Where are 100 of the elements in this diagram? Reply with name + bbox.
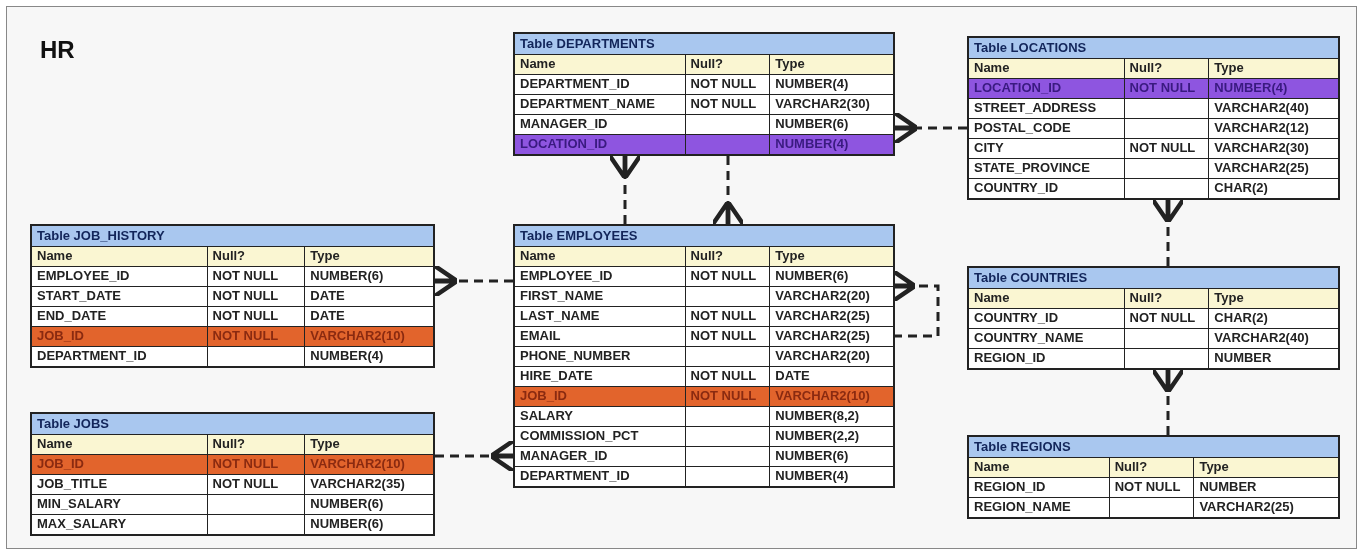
table-row [32, 494, 433, 514]
column-header: Name [519, 55, 557, 73]
column-name: HIRE_DATE [519, 367, 594, 385]
table-row [515, 466, 893, 486]
table-row [515, 366, 893, 386]
column-name: POSTAL_CODE [973, 119, 1072, 137]
column-name: EMPLOYEE_ID [36, 267, 131, 285]
table-row [32, 454, 433, 474]
relationship-line [612, 154, 638, 224]
header-row [515, 54, 893, 74]
column-name: JOB_ID [36, 327, 85, 345]
table-title: Table REGIONS [969, 437, 1338, 457]
table-row [515, 266, 893, 286]
table-row [969, 118, 1338, 138]
header-row [32, 246, 433, 266]
column-name: DEPARTMENT_ID [519, 75, 631, 93]
column-name: END_DATE [36, 307, 108, 325]
table-row [515, 326, 893, 346]
table-row [969, 497, 1338, 517]
header-row [969, 288, 1338, 308]
data-type: NUMBER(4) [769, 135, 893, 154]
column-name: LOCATION_ID [519, 135, 609, 153]
table-card [30, 412, 435, 536]
table-row [515, 306, 893, 326]
column-name: JOB_ID [519, 387, 568, 405]
column-name: COUNTRY_NAME [973, 329, 1085, 347]
table-card [967, 36, 1340, 200]
column-name: MANAGER_ID [519, 447, 609, 465]
table-title: Table DEPARTMENTS [515, 34, 893, 54]
column-name: MIN_SALARY [36, 495, 123, 513]
table-row [969, 328, 1338, 348]
header-row [969, 58, 1338, 78]
table-row [969, 477, 1338, 497]
column-header: Name [36, 435, 74, 453]
column-name: LAST_NAME [519, 307, 601, 325]
column-name: FIRST_NAME [519, 287, 605, 305]
column-name: STREET_ADDRESS [973, 99, 1098, 117]
relationship-line [1155, 368, 1181, 435]
column-name: SALARY [519, 407, 574, 425]
data-type: NUMBER(4) [769, 467, 893, 486]
relationship-line [715, 156, 741, 226]
column-name: JOB_ID [36, 455, 85, 473]
column-header: Name [973, 458, 1011, 476]
table-row [515, 134, 893, 154]
table-row [32, 266, 433, 286]
column-header: Name [973, 59, 1011, 77]
column-name: LOCATION_ID [973, 79, 1063, 97]
table-row [515, 406, 893, 426]
table-row [515, 426, 893, 446]
column-name: DEPARTMENT_ID [36, 347, 148, 365]
column-name: STATE_PROVINCE [973, 159, 1091, 177]
table-card [30, 224, 435, 368]
column-header: Name [519, 247, 557, 265]
data-type: NUMBER(6) [304, 515, 433, 534]
table-row [515, 114, 893, 134]
table-title: Table LOCATIONS [969, 38, 1338, 58]
table-row [32, 514, 433, 534]
relationship-line [435, 443, 515, 469]
column-name: MAX_SALARY [36, 515, 128, 533]
table-title: Table EMPLOYEES [515, 226, 893, 246]
column-name: COMMISSION_PCT [519, 427, 640, 445]
table-row [969, 78, 1338, 98]
table-row [515, 74, 893, 94]
table-row [32, 346, 433, 366]
data-type: NUMBER [1208, 349, 1338, 368]
data-type: VARCHAR2(25) [1193, 498, 1338, 517]
column-name: EMAIL [519, 327, 562, 345]
column-name: REGION_ID [973, 478, 1047, 496]
table-title: Table JOB_HISTORY [32, 226, 433, 246]
header-row [515, 246, 893, 266]
table-row [32, 326, 433, 346]
table-row [515, 446, 893, 466]
table-row [515, 286, 893, 306]
table-row [969, 138, 1338, 158]
column-name: COUNTRY_ID [973, 309, 1060, 327]
table-row [32, 286, 433, 306]
table-row [515, 94, 893, 114]
column-name: REGION_NAME [973, 498, 1072, 516]
column-name: PHONE_NUMBER [519, 347, 632, 365]
table-card [967, 435, 1340, 519]
table-row [969, 178, 1338, 198]
table-row [515, 386, 893, 406]
column-name: REGION_ID [973, 349, 1047, 367]
data-type: NUMBER(4) [304, 347, 433, 366]
column-name: CITY [973, 139, 1005, 157]
data-type: CHAR(2) [1208, 179, 1338, 198]
table-row [969, 308, 1338, 328]
table-title: Table JOBS [32, 414, 433, 434]
header-row [969, 457, 1338, 477]
table-row [515, 346, 893, 366]
table-row [969, 98, 1338, 118]
column-name: COUNTRY_ID [973, 179, 1060, 197]
column-name: DEPARTMENT_NAME [519, 95, 656, 113]
relationship-line [1155, 198, 1181, 266]
table-row [969, 348, 1338, 368]
table-card [513, 32, 895, 156]
table-row [969, 158, 1338, 178]
column-name: EMPLOYEE_ID [519, 267, 614, 285]
column-name: DEPARTMENT_ID [519, 467, 631, 485]
table-title: Table COUNTRIES [969, 268, 1338, 288]
